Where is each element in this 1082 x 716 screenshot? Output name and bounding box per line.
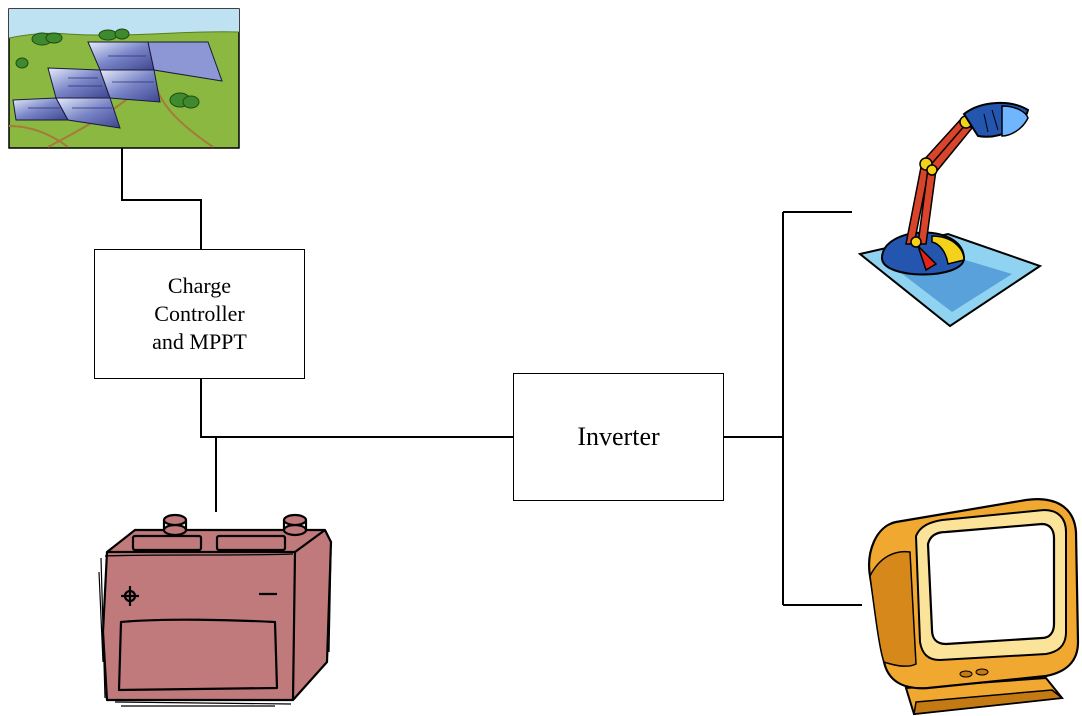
charge-controller-label: Charge Controller and MPPT xyxy=(152,272,247,356)
inverter-box: Inverter xyxy=(513,373,724,501)
inverter-label: Inverter xyxy=(577,422,660,451)
charge-controller-label-line-2: Controller xyxy=(154,301,245,326)
battery-icon xyxy=(98,513,333,707)
controller-to-inverter-wire xyxy=(200,379,513,438)
solar-panel-field-icon xyxy=(8,8,240,149)
desk-lamp-icon xyxy=(857,101,1043,328)
charge-controller-box: Charge Controller and MPPT xyxy=(94,249,305,379)
panel-to-controller-wire xyxy=(121,147,202,249)
computer-monitor-icon xyxy=(868,498,1080,716)
charge-controller-label-line-1: Charge xyxy=(167,273,232,298)
charge-controller-label-line-3: and MPPT xyxy=(152,329,247,354)
